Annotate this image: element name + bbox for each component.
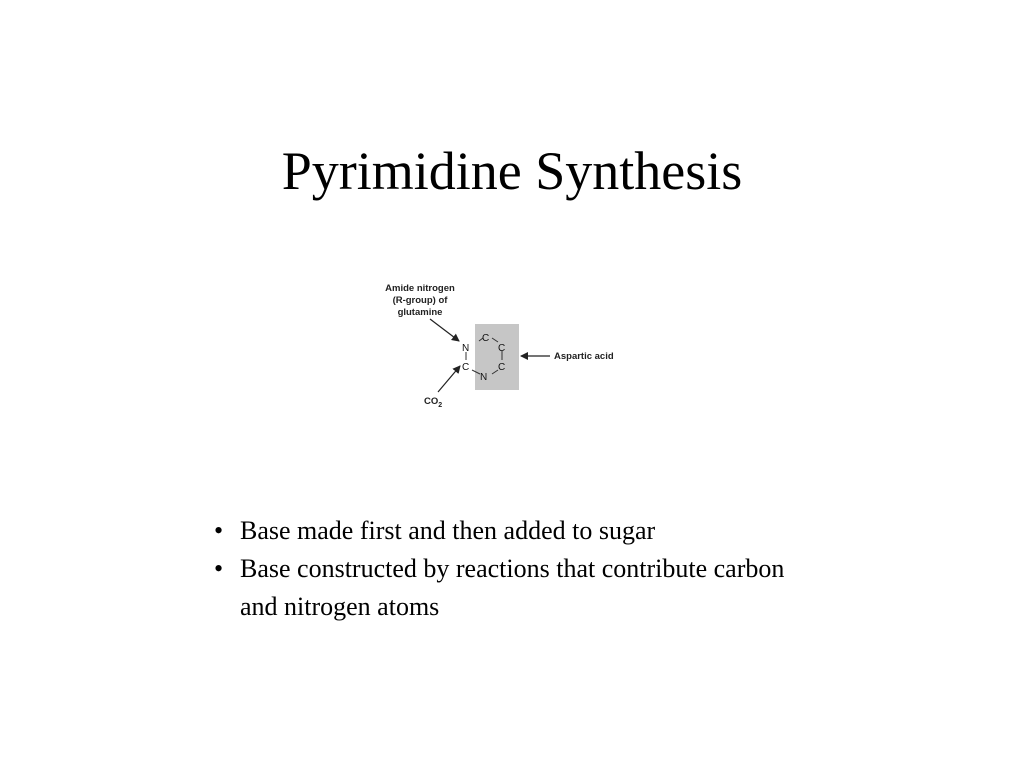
co2-label-subscript: 2: [438, 402, 442, 409]
glutamine-label: Amide nitrogen (R-group) of glutamine: [385, 283, 455, 318]
aspartic-acid-label: Aspartic acid: [554, 351, 614, 362]
bullet-item: • Base made first and then added to suga…: [214, 512, 814, 550]
atom-c-lower-left: C: [462, 362, 469, 373]
diagram-svg: C C C N C N Amide nitrogen (R-group) of …: [385, 283, 614, 409]
bullet-list: • Base made first and then added to suga…: [214, 512, 814, 626]
pyrimidine-ring-diagram: C C C N C N Amide nitrogen (R-group) of …: [368, 272, 632, 418]
atom-c-lower-right: C: [498, 362, 505, 373]
aspartic-acid-highlight: [475, 324, 519, 390]
atom-n-bottom: N: [480, 372, 487, 383]
co2-label: CO2: [424, 396, 442, 409]
atom-n-upper-left: N: [462, 343, 469, 354]
glutamine-label-line2: (R-group) of: [393, 295, 449, 306]
glutamine-label-line1: Amide nitrogen: [385, 283, 455, 294]
bullet-text: Base made first and then added to sugar: [240, 516, 656, 545]
arrow-co2: [437, 365, 461, 393]
bullet-text: Base constructed by reactions that contr…: [240, 554, 785, 621]
glutamine-label-line3: glutamine: [398, 307, 443, 318]
arrow-glutamine: [429, 318, 460, 342]
bullet-marker: •: [214, 554, 224, 583]
ring-bonds: [465, 337, 503, 375]
ring-atoms: C C C N C N: [462, 333, 505, 383]
atom-c-upper-right: C: [498, 343, 505, 354]
bullet-item: • Base constructed by reactions that con…: [214, 550, 814, 626]
slide-title: Pyrimidine Synthesis: [281, 141, 743, 202]
co2-label-main: CO: [424, 396, 438, 407]
atom-c-top: C: [482, 333, 489, 344]
bullet-marker: •: [214, 516, 224, 545]
